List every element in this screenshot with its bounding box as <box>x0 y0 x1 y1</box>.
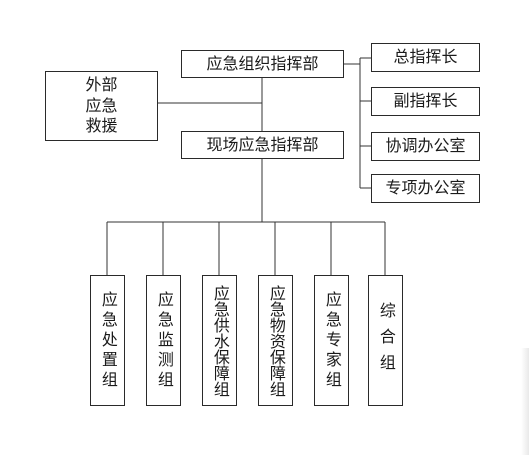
deputy-commander-label: 副指挥长 <box>393 91 458 111</box>
page-edge-shadow <box>521 348 529 455</box>
external-rescue-line-1: 外部 <box>85 74 118 94</box>
external-rescue-line-2: 应急 <box>85 95 118 115</box>
command-hq-label: 应急组织指挥部 <box>206 53 319 73</box>
external-rescue-box: 外部 应急 救援 <box>45 71 158 141</box>
special-office-box: 专项办公室 <box>371 174 480 203</box>
group-box-water-supply: 应急供水保障组 <box>202 275 237 406</box>
group-label-materials: 应急物资保障组 <box>266 284 286 397</box>
group-label-experts: 应急专家组 <box>322 290 342 391</box>
external-rescue-line-3: 救援 <box>85 116 118 136</box>
group-box-monitoring: 应急监测组 <box>146 275 181 406</box>
group-box-materials: 应急物资保障组 <box>258 275 293 406</box>
command-hq-box: 应急组织指挥部 <box>181 50 344 78</box>
coordination-office-box: 协调办公室 <box>371 132 480 161</box>
commander-in-chief-box: 总指挥长 <box>371 43 480 72</box>
group-box-disposal: 应急处置组 <box>90 275 125 406</box>
group-label-disposal: 应急处置组 <box>98 290 118 391</box>
onsite-hq-label: 现场应急指挥部 <box>206 134 319 154</box>
group-label-water-supply: 应急供水保障组 <box>210 284 230 397</box>
group-label-monitoring: 应急监测组 <box>154 290 174 391</box>
group-box-experts: 应急专家组 <box>314 275 349 406</box>
commander-in-chief-label: 总指挥长 <box>393 47 458 67</box>
onsite-hq-box: 现场应急指挥部 <box>181 131 344 159</box>
group-label-general: 综合组 <box>376 301 396 380</box>
special-office-label: 专项办公室 <box>385 178 466 198</box>
coordination-office-label: 协调办公室 <box>385 136 466 156</box>
group-box-general: 综合组 <box>368 275 403 406</box>
deputy-commander-box: 副指挥长 <box>371 87 480 116</box>
